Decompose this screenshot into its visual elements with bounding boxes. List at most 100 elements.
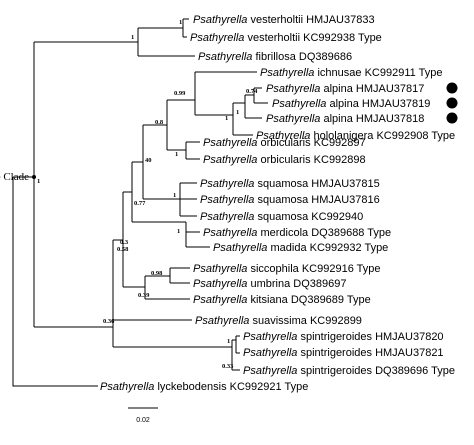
taxon-species-accession: lyckebodensis KC992921 Type — [154, 381, 308, 393]
taxon-species-accession: squamosa KC992940 — [254, 211, 363, 223]
tree-branches — [12, 18, 268, 387]
taxon-genus: Psathyrella — [243, 347, 297, 359]
support-value: 0.39 — [138, 292, 150, 299]
taxon-genus: Psathyrella — [266, 83, 320, 95]
taxon-species-accession: alpina HMJAU37817 — [320, 83, 424, 95]
taxon-label: Psathyrella alpina HMJAU37818 — [266, 113, 424, 125]
taxon-species-accession: suavissima KC992899 — [249, 315, 362, 327]
clade-label: /fibrillose Clade — [0, 171, 29, 183]
taxon-label: Psathyrella squamosa HMJAU37816 — [200, 194, 380, 206]
taxon-genus: Psathyrella — [203, 137, 257, 149]
support-value: 1 — [131, 34, 134, 41]
taxon-label: Psathyrella spintrigeroides HMJAU37821 — [243, 347, 444, 359]
taxon-label: Psathyrella merdicola DQ389688 Type — [203, 227, 391, 239]
support-value: 0.74 — [246, 88, 258, 95]
taxon-species-accession: squamosa HMJAU37815 — [254, 178, 379, 190]
taxon-species-accession: squamosa HMJAU37816 — [254, 194, 379, 206]
taxon-label: Psathyrella squamosa HMJAU37815 — [200, 178, 380, 190]
taxon-label: Psathyrella alpina HMJAU37817 — [266, 83, 424, 95]
taxon-genus: Psathyrella — [203, 154, 257, 166]
taxon-species-accession: orbicularis KC992898 — [257, 154, 365, 166]
taxon-genus: Psathyrella — [190, 32, 244, 44]
taxon-label: Psathyrella alpina HMJAU37819 — [272, 98, 430, 110]
taxon-species-accession: spintrigeroides HMJAU37821 — [297, 347, 443, 359]
taxon-genus: Psathyrella — [272, 98, 326, 110]
taxon-genus: Psathyrella — [193, 14, 247, 26]
taxon-species-accession: kitsiana DQ389689 Type — [247, 294, 370, 306]
taxon-label: Psathyrella squamosa KC992940 — [200, 211, 363, 223]
taxon-species-accession: merdicola DQ389688 Type — [257, 227, 391, 239]
taxon-species-accession: umbrina DQ389697 — [247, 278, 346, 290]
clade-node-dot — [32, 175, 36, 179]
support-value: 1 — [173, 192, 176, 199]
new-sequence-marker — [446, 112, 458, 124]
taxon-label: Psathyrella hololanigera KC992908 Type — [256, 130, 455, 142]
taxon-label: Psathyrella spintrigeroides HMJAU37820 — [243, 331, 444, 343]
taxon-genus: Psathyrella — [200, 178, 254, 190]
taxon-genus: Psathyrella — [213, 242, 267, 254]
taxon-genus: Psathyrella — [243, 331, 297, 343]
support-value: 0.77 — [134, 200, 146, 207]
taxon-label: Psathyrella kitsiana DQ389689 Type — [193, 294, 371, 306]
taxon-genus: Psathyrella — [193, 294, 247, 306]
taxon-genus: Psathyrella — [198, 51, 252, 63]
taxon-species-accession: madida KC992932 Type — [267, 242, 388, 254]
new-sequence-marker — [446, 97, 458, 109]
taxon-species-accession: fibrillosa DQ389686 — [252, 51, 352, 63]
taxon-genus: Psathyrella — [193, 278, 247, 290]
support-value: 1 — [179, 19, 182, 26]
support-value: 1 — [175, 151, 178, 158]
taxon-label: Psathyrella fibrillosa DQ389686 — [198, 51, 352, 63]
taxon-species-accession: hololanigera KC992908 Type — [310, 130, 455, 142]
taxon-genus: Psathyrella — [256, 130, 310, 142]
support-value: 0.36 — [103, 318, 115, 325]
taxon-species-accession: ichnusae KC992911 Type — [314, 67, 442, 79]
taxon-genus: Psathyrella — [100, 381, 154, 393]
support-value: 0.58 — [117, 246, 129, 253]
taxon-species-accession: spintrigeroides HMJAU37820 — [297, 331, 443, 343]
taxon-label: Psathyrella orbicularis KC992898 — [203, 154, 366, 166]
taxon-label: Psathyrella suavissima KC992899 — [195, 315, 362, 327]
branch-root — [12, 177, 98, 387]
support-value: 1 — [177, 228, 180, 235]
taxon-labels: Psathyrella vesterholtii HMJAU37833Psath… — [100, 14, 458, 393]
taxon-genus: Psathyrella — [195, 315, 249, 327]
support-value: 1 — [227, 338, 230, 345]
taxon-label: Psathyrella spintrigeroides DQ389696 Typ… — [243, 365, 455, 377]
taxon-genus: Psathyrella — [260, 67, 314, 79]
scale-bar-label: 0.02 — [136, 417, 150, 424]
taxon-label: Psathyrella vesterholtii HMJAU37833 — [193, 14, 375, 26]
taxon-label: Psathyrella ichnusae KC992911 Type — [260, 67, 442, 79]
taxon-genus: Psathyrella — [203, 227, 257, 239]
taxon-genus: Psathyrella — [200, 211, 254, 223]
taxon-label: Psathyrella madida KC992932 Type — [213, 242, 388, 254]
taxon-species-accession: vesterholtii KC992938 Type — [244, 32, 381, 44]
taxon-genus: Psathyrella — [200, 194, 254, 206]
taxon-label: Psathyrella umbrina DQ389697 — [193, 278, 346, 290]
support-value: 0.3 — [120, 239, 129, 246]
taxon-label: Psathyrella lyckebodensis KC992921 Type — [100, 381, 308, 393]
support-value: 1 — [236, 109, 239, 116]
taxon-label: Psathyrella vesterholtii KC992938 Type — [190, 32, 382, 44]
taxon-label: Psathyrella orbicularis KC992897 — [203, 137, 366, 149]
support-value: 40 — [145, 157, 152, 164]
taxon-species-accession: orbicularis KC992897 — [257, 137, 365, 149]
taxon-genus: Psathyrella — [266, 113, 320, 125]
taxon-species-accession: siccophila KC992916 Type — [247, 263, 380, 275]
support-value: 1 — [37, 178, 40, 185]
support-value: 0.98 — [151, 270, 163, 277]
taxon-label: Psathyrella siccophila KC992916 Type — [193, 263, 381, 275]
taxon-genus: Psathyrella — [193, 263, 247, 275]
support-value: 0.33 — [222, 363, 234, 370]
taxon-species-accession: vesterholtii HMJAU37833 — [247, 14, 374, 26]
support-value: 0.8 — [155, 119, 164, 126]
support-value: 1 — [225, 115, 228, 122]
support-values: 110.74110.990.814010.7710.30.980.390.581… — [37, 19, 258, 370]
taxon-genus: Psathyrella — [243, 365, 297, 377]
taxon-species-accession: alpina HMJAU37819 — [326, 98, 430, 110]
taxon-species-accession: spintrigeroides DQ389696 Type — [297, 365, 455, 377]
taxon-species-accession: alpina HMJAU37818 — [320, 113, 424, 125]
new-sequence-marker — [446, 82, 458, 94]
